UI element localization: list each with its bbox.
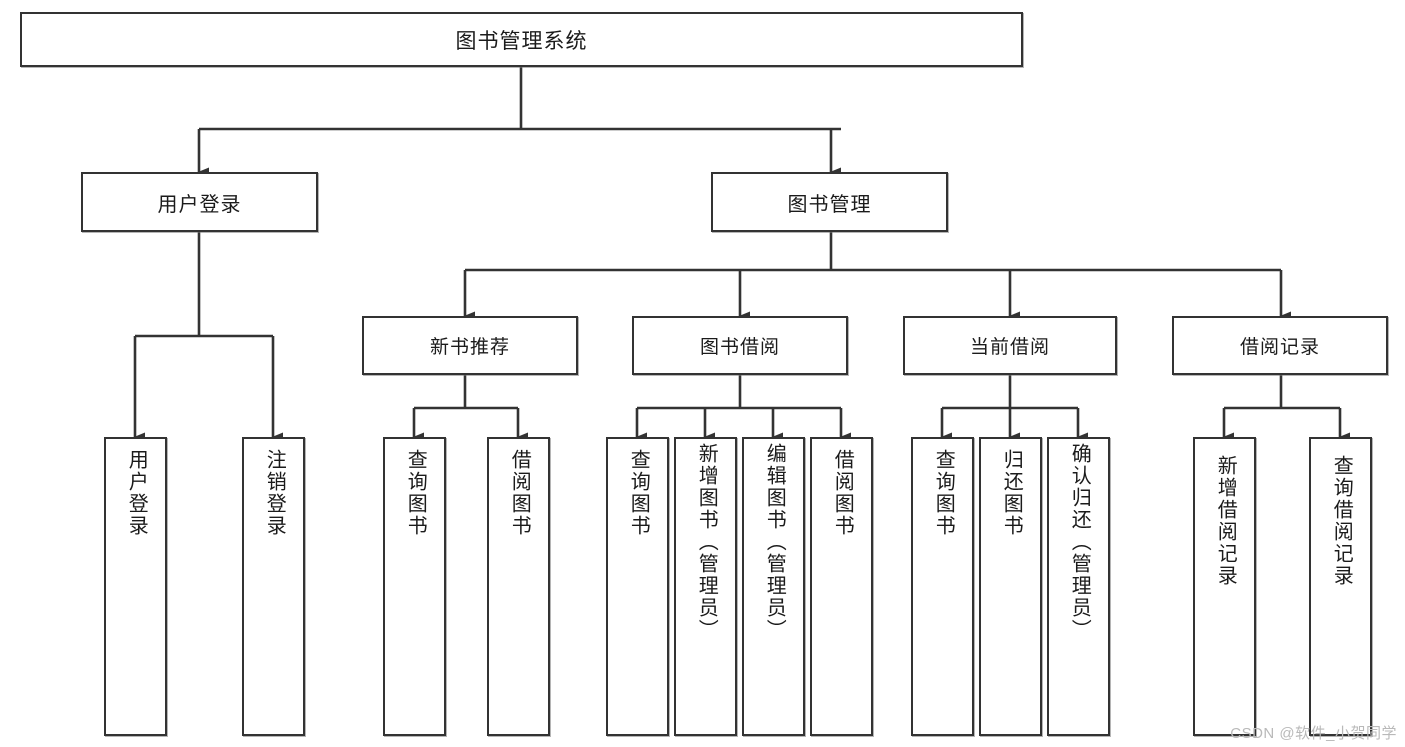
leaf-user-login-1-label: 用户登录 <box>125 449 148 537</box>
leaf-book-borrow-1-label: 查询图书 <box>627 449 650 537</box>
leaf-user-login-2-label: 注销登录 <box>263 449 286 537</box>
node-root-label: 图书管理系统 <box>455 29 588 53</box>
node-book-borrow-label: 图书借阅 <box>699 337 780 358</box>
leaf-user-login-1[interactable]: 用户登录 <box>104 437 167 736</box>
node-current-borrow-label: 当前借阅 <box>969 337 1050 358</box>
leaf-current-borrow-1-label: 查询图书 <box>932 449 955 537</box>
csdn-watermark: CSDN @软件_小贺同学 <box>1230 725 1397 742</box>
leaf-user-login-2[interactable]: 注销登录 <box>242 437 305 736</box>
leaf-book-borrow-4-label: 借阅图书 <box>831 449 854 537</box>
leaf-book-borrow-3[interactable]: 编辑图书（管理员） <box>742 437 805 736</box>
node-user-login-label: 用户登录 <box>157 193 242 216</box>
leaf-new-book-2[interactable]: 借阅图书 <box>487 437 550 736</box>
leaf-book-borrow-2[interactable]: 新增图书（管理员） <box>674 437 737 736</box>
leaf-current-borrow-1[interactable]: 查询图书 <box>911 437 974 736</box>
leaf-current-borrow-3-label: 确认归还（管理员） <box>1068 443 1091 641</box>
node-borrow-record[interactable]: 借阅记录 <box>1172 316 1388 375</box>
leaf-new-book-1-label: 查询图书 <box>404 449 427 537</box>
node-user-login[interactable]: 用户登录 <box>81 172 318 232</box>
leaf-borrow-record-2-label: 查询借阅记录 <box>1330 455 1353 587</box>
leaf-book-borrow-4[interactable]: 借阅图书 <box>810 437 873 736</box>
leaf-book-borrow-1[interactable]: 查询图书 <box>606 437 669 736</box>
leaf-current-borrow-2[interactable]: 归还图书 <box>979 437 1042 736</box>
node-current-borrow[interactable]: 当前借阅 <box>903 316 1117 375</box>
node-new-book-recommend-label: 新书推荐 <box>429 337 510 358</box>
node-book-management-label: 图书管理 <box>787 193 872 216</box>
leaf-borrow-record-1[interactable]: 新增借阅记录 <box>1193 437 1256 736</box>
leaf-new-book-1[interactable]: 查询图书 <box>383 437 446 736</box>
node-book-borrow[interactable]: 图书借阅 <box>632 316 848 375</box>
leaf-current-borrow-3[interactable]: 确认归还（管理员） <box>1047 437 1110 736</box>
leaf-book-borrow-2-label: 新增图书（管理员） <box>695 443 718 641</box>
node-borrow-record-label: 借阅记录 <box>1239 337 1320 358</box>
leaf-borrow-record-2[interactable]: 查询借阅记录 <box>1309 437 1372 736</box>
node-root-book-management-system[interactable]: 图书管理系统 <box>20 12 1023 67</box>
leaf-book-borrow-3-label: 编辑图书（管理员） <box>763 443 786 641</box>
node-book-management[interactable]: 图书管理 <box>711 172 948 232</box>
leaf-borrow-record-1-label: 新增借阅记录 <box>1214 455 1237 587</box>
leaf-current-borrow-2-label: 归还图书 <box>1000 449 1023 537</box>
leaf-new-book-2-label: 借阅图书 <box>508 449 531 537</box>
node-new-book-recommend[interactable]: 新书推荐 <box>362 316 578 375</box>
